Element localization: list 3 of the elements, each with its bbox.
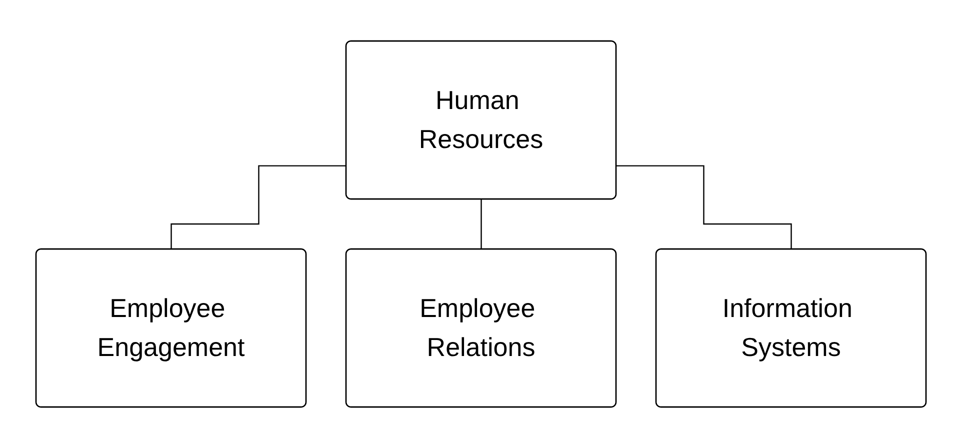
connector [170, 164, 346, 250]
connector [616, 164, 792, 250]
connector [480, 198, 482, 250]
